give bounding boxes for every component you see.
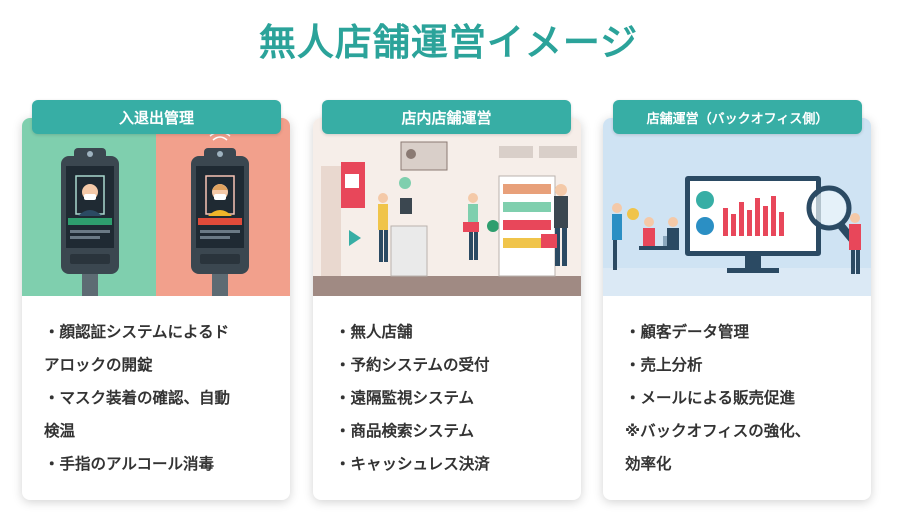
list-item: アロックの開錠 bbox=[44, 356, 153, 374]
card-entry-exit: ・顔認証システムによるド アロックの開錠 ・マスク装着の確認、自動 検温 ・手指… bbox=[22, 118, 290, 500]
list-item: ・顧客データ管理 bbox=[625, 323, 750, 341]
list-item: 効率化 bbox=[625, 455, 672, 473]
list-item: ・商品検索システム bbox=[335, 422, 475, 440]
list-item: ・予約システムの受付 bbox=[335, 356, 490, 374]
analytics-illustration bbox=[603, 118, 871, 296]
list-item: ・遠隔監視システム bbox=[335, 389, 475, 407]
list-item: ・キャッシュレス決済 bbox=[335, 455, 490, 473]
list-item: ・無人店舗 bbox=[335, 323, 413, 341]
tab-entry-exit: 入退出管理 bbox=[32, 100, 281, 134]
feature-list: ・顧客データ管理 ・売上分析 ・メールによる販売促進 ※バックオフィスの強化、 … bbox=[625, 316, 860, 481]
store-illustration bbox=[313, 118, 581, 296]
face-recognition-illustration bbox=[22, 118, 290, 296]
feature-list: ・無人店舗 ・予約システムの受付 ・遠隔監視システム ・商品検索システム ・キャ… bbox=[335, 316, 570, 481]
card-back-office: ・顧客データ管理 ・売上分析 ・メールによる販売促進 ※バックオフィスの強化、 … bbox=[603, 118, 871, 500]
tab-back-office: 店舗運営（バックオフィス側） bbox=[613, 100, 862, 134]
list-item: ・売上分析 bbox=[625, 356, 703, 374]
list-item: ・顔認証システムによるド bbox=[44, 323, 230, 341]
list-item: ※バックオフィスの強化、 bbox=[625, 422, 811, 440]
list-item: 検温 bbox=[44, 422, 76, 440]
list-item: ・メールによる販売促進 bbox=[625, 389, 796, 407]
card-in-store-operation: ・無人店舗 ・予約システムの受付 ・遠隔監視システム ・商品検索システム ・キャ… bbox=[313, 118, 581, 500]
page-title: 無人店舗運営イメージ bbox=[258, 21, 639, 64]
feature-list: ・顔認証システムによるド アロックの開錠 ・マスク装着の確認、自動 検温 ・手指… bbox=[44, 316, 279, 481]
list-item: ・マスク装着の確認、自動 bbox=[44, 389, 231, 407]
tab-in-store-operation: 店内店舗運営 bbox=[322, 100, 571, 134]
list-item: ・手指のアルコール消毒 bbox=[44, 455, 215, 473]
